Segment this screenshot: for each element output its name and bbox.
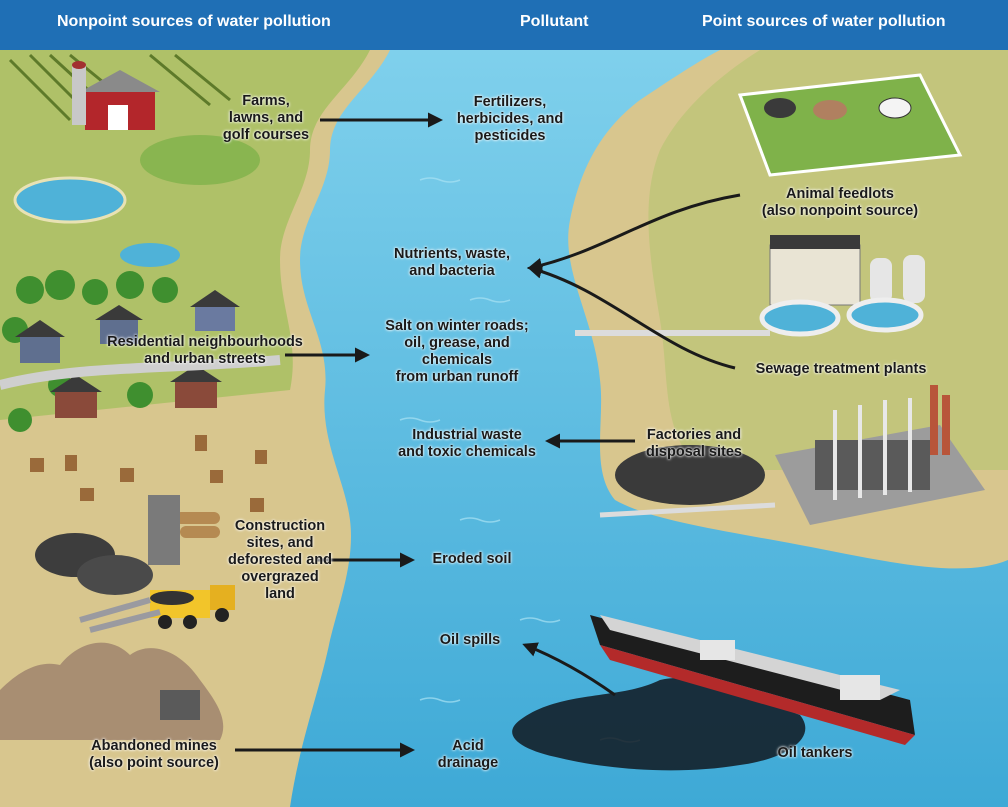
factory-icon xyxy=(599,385,985,525)
header-nonpoint: Nonpoint sources of water pollution xyxy=(57,13,331,30)
label-fertilizers: Fertilizers, herbicides, and pesticides xyxy=(456,94,564,144)
header-point: Point sources of water pollution xyxy=(702,13,946,30)
label-construction: Construction sites, and deforested and o… xyxy=(228,518,332,602)
golf-green xyxy=(140,135,260,185)
left-grass xyxy=(0,50,370,420)
pond xyxy=(13,176,127,224)
label-sewage: Sewage treatment plants xyxy=(755,361,927,377)
silo-frame xyxy=(148,495,180,565)
label-factories: Factories and disposal sites xyxy=(646,427,742,460)
mine-icon xyxy=(0,642,224,740)
urban-street xyxy=(0,355,281,390)
label-eroded-soil: Eroded soil xyxy=(432,551,512,567)
pond-2 xyxy=(120,243,180,267)
oil-tanker-icon xyxy=(590,615,915,745)
cow-icon xyxy=(764,97,912,120)
arrow-feedlots xyxy=(527,193,741,273)
label-industrial: Industrial waste and toxic chemicals xyxy=(398,427,536,460)
arrow-sewage xyxy=(527,263,736,370)
barn-icon xyxy=(72,61,160,130)
label-salt: Salt on winter roads; oil, grease, and c… xyxy=(385,318,529,385)
sewage-plant-icon xyxy=(575,235,925,337)
oil-slick xyxy=(512,678,806,771)
dirt-pile-2 xyxy=(77,555,153,595)
label-nutrients: Nutrients, waste, and bacteria xyxy=(393,246,511,279)
label-oil-spills: Oil spills xyxy=(439,632,501,648)
arrow-tankers xyxy=(522,642,616,697)
label-farms: Farms, lawns, and golf courses xyxy=(222,93,310,143)
label-acid-drainage: Acid drainage xyxy=(437,738,499,771)
log-pile xyxy=(175,512,220,538)
steel-beams xyxy=(79,597,161,633)
header-pollutant: Pollutant xyxy=(520,13,589,30)
stump-icon xyxy=(30,435,267,512)
label-mines: Abandoned mines (also point source) xyxy=(89,738,219,771)
house-icon xyxy=(15,290,240,418)
arrows xyxy=(235,112,741,758)
label-tankers: Oil tankers xyxy=(777,745,853,761)
label-residential: Residential neighbourhoods and urban str… xyxy=(107,334,303,367)
header-bar xyxy=(0,0,1008,50)
label-feedlots: Animal feedlots (also nonpoint source) xyxy=(761,186,919,219)
